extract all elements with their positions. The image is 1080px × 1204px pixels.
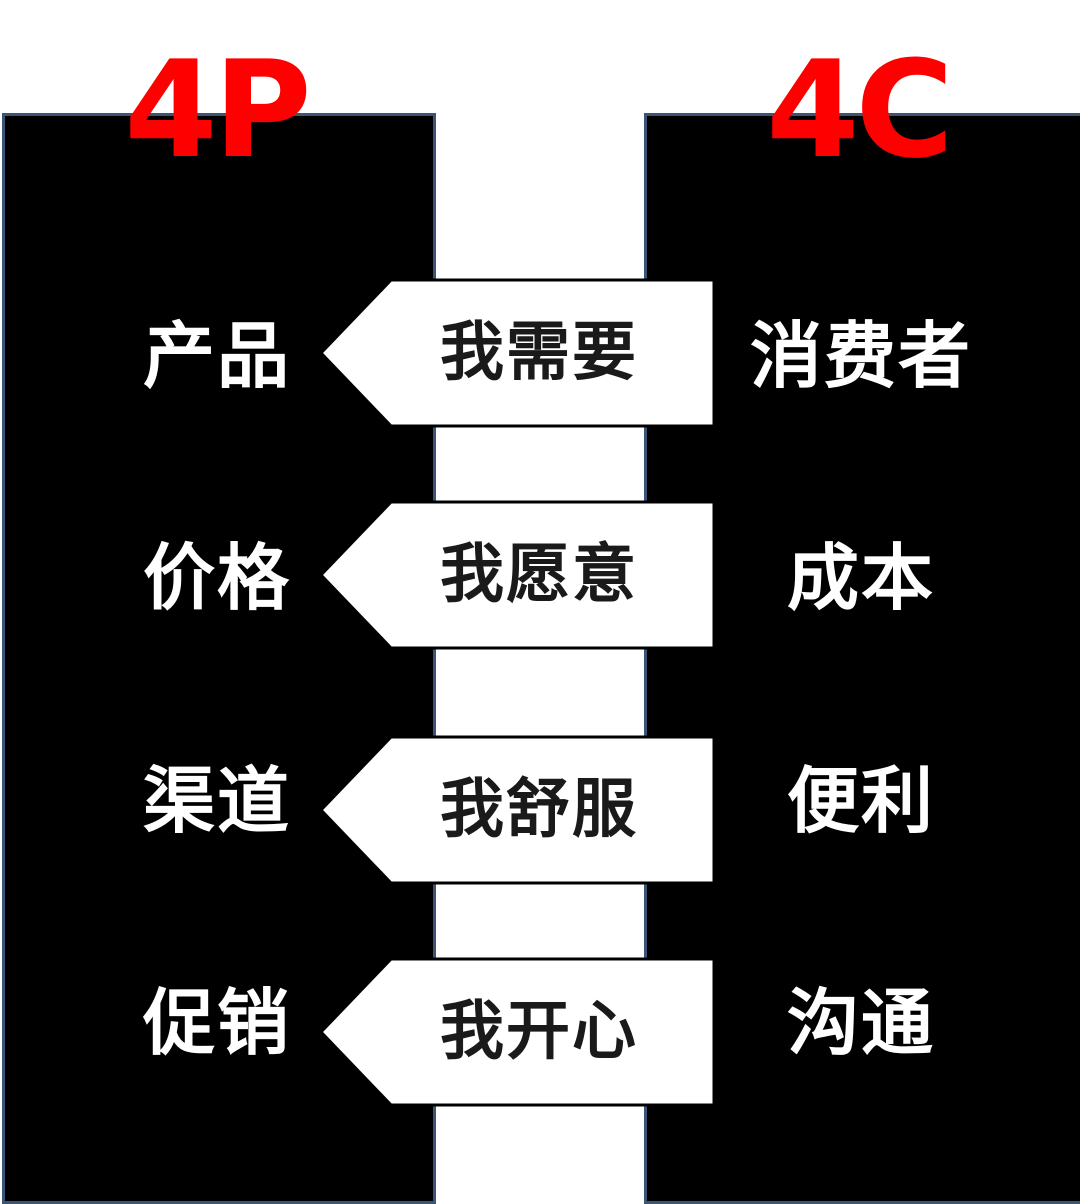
arrow-label: 我舒服 — [440, 773, 638, 847]
right-item-convenience: 便利 — [786, 759, 935, 843]
arrow-need: 我需要 — [319, 278, 714, 428]
right-column-4c — [644, 113, 1080, 1204]
arrow-label: 我愿意 — [440, 538, 638, 612]
arrow-shape — [319, 735, 714, 885]
arrow-label: 我开心 — [440, 995, 638, 1069]
arrow-label: 我需要 — [440, 316, 638, 390]
heading-4p: 4P — [124, 32, 311, 188]
arrow-shape — [319, 957, 714, 1107]
heading-4c: 4C — [766, 32, 954, 188]
left-item-promotion: 促销 — [142, 981, 291, 1065]
left-item-price: 价格 — [142, 536, 291, 620]
right-item-communication: 沟通 — [786, 981, 935, 1065]
arrow-shape — [319, 278, 714, 428]
arrow-comfortable: 我舒服 — [319, 735, 714, 885]
right-item-cost: 成本 — [786, 536, 935, 620]
left-item-channel: 渠道 — [142, 759, 291, 843]
arrow-shape — [319, 500, 714, 650]
arrow-willing: 我愿意 — [319, 500, 714, 650]
left-item-product: 产品 — [142, 314, 291, 398]
arrow-happy: 我开心 — [319, 957, 714, 1107]
right-item-consumer: 消费者 — [749, 314, 972, 398]
